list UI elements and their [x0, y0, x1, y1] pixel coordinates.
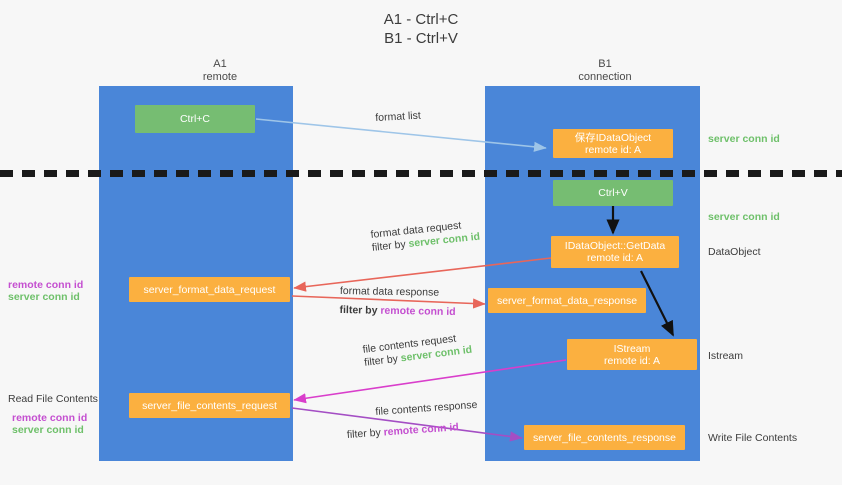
node-idataobject-getdata-line1: IDataObject::GetData: [564, 240, 666, 252]
node-server-format-data-response[interactable]: server_format_data_response: [488, 288, 646, 313]
lane-header-b1-name: B1: [598, 58, 612, 70]
annotation-read-file-contents: Read File Contents: [8, 393, 98, 405]
annotation-server-conn-id-lower: server conn id: [12, 424, 84, 436]
annotation-server-conn-id-upper: server conn id: [8, 291, 80, 303]
arrow-file-contents-response: [291, 407, 523, 442]
node-save-idataobject-line2: remote id: A: [584, 143, 642, 156]
edge-label-format-data-response: format data response filter by remote co…: [339, 285, 456, 319]
edge-label-file-contents-response: file contents response filter by remote …: [347, 399, 479, 441]
node-ctrl-c[interactable]: Ctrl+C: [135, 105, 255, 133]
node-idataobject-getdata-line2: remote id: A: [586, 252, 644, 264]
annotation-dataobject: DataObject: [708, 246, 761, 258]
title-line-2: B1 - Ctrl+V: [384, 30, 458, 47]
node-server-file-contents-response-label: server_file_contents_response: [532, 431, 676, 444]
arrow-format-data-response: [291, 295, 486, 309]
annotation-remote-conn-id-lower: remote conn id: [12, 412, 88, 424]
annotation-server-conn-id-top: server conn id: [708, 133, 780, 145]
lane-header-b1: B1 connection: [515, 58, 695, 84]
node-server-format-data-response-label: server_format_data_response: [496, 294, 638, 307]
edge-label-format-data-response-filter: filter by remote conn id: [339, 304, 455, 319]
lane-header-a1-sub: remote: [202, 71, 238, 83]
filter-prefix: filter by: [346, 426, 385, 442]
title-line-1: A1 - Ctrl+C: [383, 11, 459, 28]
arrow-format-list: [255, 118, 547, 152]
filter-prefix: filter by: [339, 303, 381, 317]
arrow-format-data-request: [293, 257, 552, 292]
annotation-write-file-contents: Write File Contents: [708, 432, 798, 444]
node-save-idataobject[interactable]: 保存IDataObject remote id: A: [553, 129, 673, 158]
annotation-istream: Istream: [708, 350, 744, 362]
node-ctrl-v-line1: Ctrl+V: [598, 187, 628, 199]
annotation-remote-conn-id-upper: remote conn id: [8, 279, 84, 291]
phase-separator-dashed-line: [0, 170, 842, 177]
node-ctrl-c-line1: Ctrl+C: [179, 113, 211, 125]
node-save-idataobject-line1: 保存IDataObject: [574, 131, 652, 144]
lane-header-a1-name: A1: [213, 58, 227, 70]
node-istream[interactable]: IStream remote id: A: [567, 339, 697, 370]
node-server-file-contents-response[interactable]: server_file_contents_response: [524, 425, 685, 450]
lane-header-b1-sub: connection: [578, 71, 632, 83]
edge-label-format-data-response-top: format data response: [339, 285, 440, 299]
node-server-file-contents-request-label: server_file_contents_request: [142, 399, 277, 412]
filter-key-remote-conn-id: remote conn id: [380, 304, 456, 319]
lane-header-a1: A1 remote: [130, 58, 310, 84]
arrow-getdata-to-istream: [640, 270, 674, 337]
page-title: A1 - Ctrl+C B1 - Ctrl+V: [0, 10, 842, 48]
node-idataobject-getdata[interactable]: IDataObject::GetData remote id: A: [551, 236, 679, 268]
arrow-file-contents-request: [293, 359, 567, 404]
node-ctrl-v[interactable]: Ctrl+V: [553, 180, 673, 206]
node-server-format-data-request-label: server_format_data_request: [143, 283, 276, 296]
node-server-format-data-request[interactable]: server_format_data_request: [129, 277, 290, 302]
annotation-server-conn-id-second: server conn id: [708, 211, 780, 223]
node-istream-line2: remote id: A: [603, 354, 661, 367]
filter-prefix: filter by: [371, 238, 410, 254]
edge-label-format-list: format list: [375, 109, 422, 124]
node-istream-line1: IStream: [613, 342, 651, 355]
node-server-file-contents-request[interactable]: server_file_contents_request: [129, 393, 290, 418]
